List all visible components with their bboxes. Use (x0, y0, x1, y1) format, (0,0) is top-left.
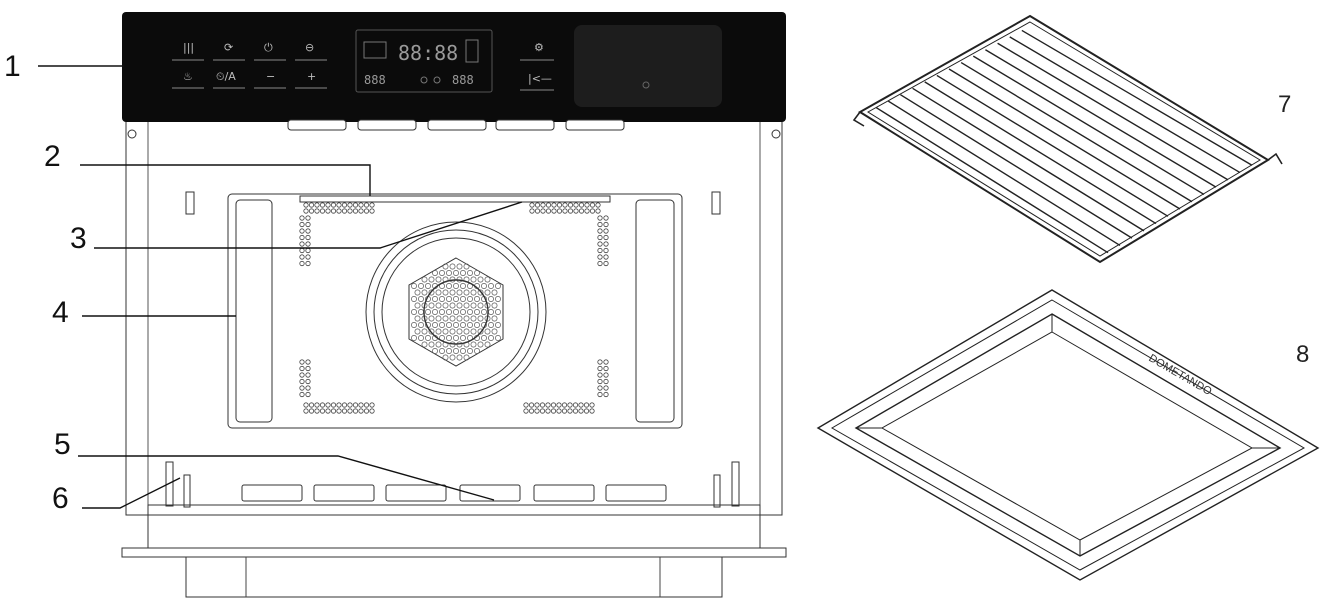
hex-grill (408, 257, 504, 367)
hex-holes (411, 263, 501, 361)
callout-4: 4 (52, 296, 69, 329)
callout-2: 2 (44, 140, 61, 173)
panel-window (574, 25, 722, 107)
panel-tabs (287, 119, 625, 131)
settings-icon: ⚙ (534, 41, 544, 54)
side-panel-right (635, 199, 675, 423)
wire-rack (852, 14, 1283, 264)
oven-door (121, 461, 787, 598)
fan-button-label: ⟳ (224, 41, 233, 54)
lcd-left-digits: 888 (364, 73, 386, 87)
back-icon: |<— (528, 72, 552, 85)
callout-3: 3 (70, 222, 87, 255)
callout-leaders (38, 65, 523, 509)
callout-7: 7 (1278, 91, 1291, 118)
vent-holes (299, 202, 609, 414)
screw-left (127, 129, 137, 139)
door-tabs (241, 484, 667, 502)
callout-1: 1 (4, 50, 21, 83)
clock-auto-icon: ⏲/A (216, 70, 236, 83)
callout-6: 6 (52, 482, 69, 515)
screw-right (771, 129, 781, 139)
right-side-frame (759, 119, 783, 516)
start-icon (642, 81, 650, 89)
plus-icon: + (307, 70, 316, 83)
minus-circle-icon: ⊖ (305, 41, 314, 54)
callout-5: 5 (54, 428, 71, 461)
rack-slot-right (711, 191, 721, 215)
heat-icon: ♨ (183, 70, 193, 83)
baking-tray (816, 289, 1320, 581)
lcd-right-digits: 888 (452, 73, 474, 87)
side-panel-left (235, 199, 273, 423)
turntable-outer (365, 221, 547, 403)
callout-8: 8 (1296, 341, 1309, 368)
rack-slot-left (185, 191, 195, 215)
cavity-inner (227, 193, 683, 429)
power-icon: ⏻ (264, 41, 273, 54)
minus-icon: − (266, 70, 275, 83)
lcd-display: 88:88 888 888 (355, 29, 493, 93)
control-buttons: ||| ⟳ ⏻ ⊖ ♨ ⏲/A − + (172, 41, 327, 89)
grill-button-label: ||| (183, 41, 194, 54)
top-rail (299, 195, 611, 203)
lcd-main-digits: 88:88 (398, 41, 458, 65)
oven-body: ||| ⟳ ⏻ ⊖ ♨ ⏲/A − + 88:88 888 888 (121, 12, 787, 598)
